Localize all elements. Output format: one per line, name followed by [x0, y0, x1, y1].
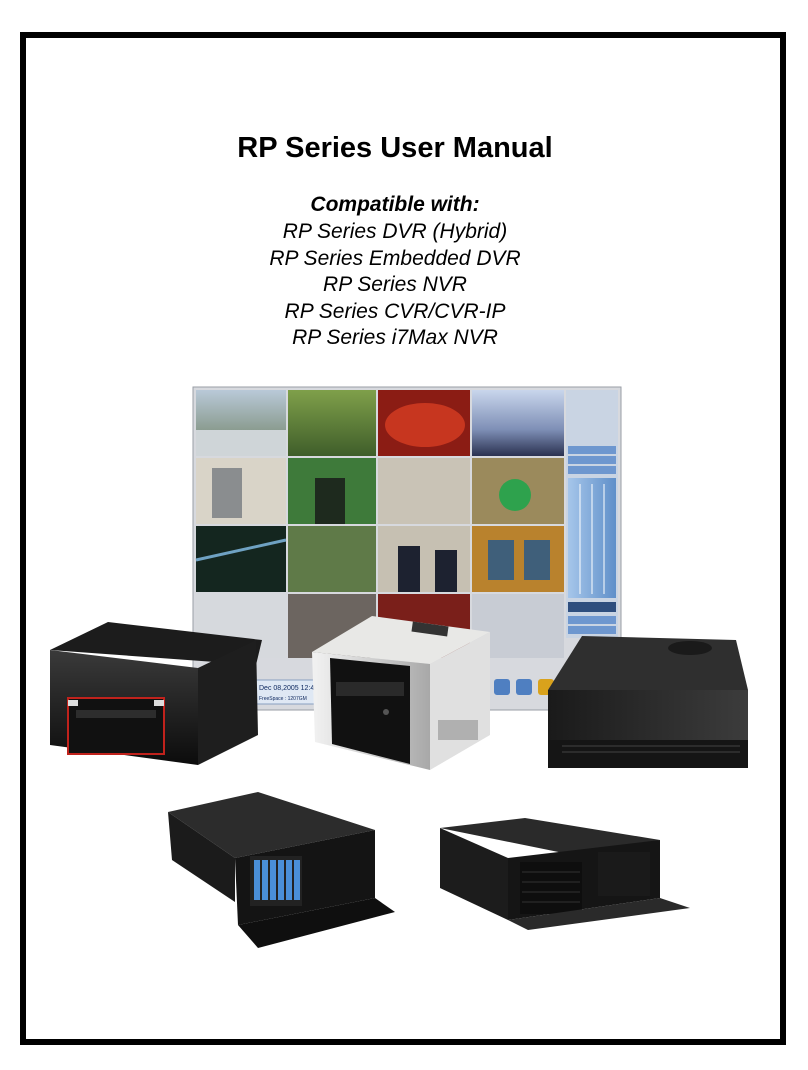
status-date: Dec 08,2005 12:4: [259, 685, 314, 692]
model-item: RP Series CVR/CVR-IP: [284, 299, 506, 323]
document-title: RP Series User Manual: [237, 132, 553, 164]
black-tower-dvr: [548, 636, 748, 768]
silver-cube-dvr: [312, 616, 490, 770]
dvr-software-screen: Dec 08,2005 12:4 FreeSpace : 1207GM: [192, 386, 622, 711]
status-freespace: FreeSpace : 1207GM: [259, 696, 307, 702]
model-item: RP Series Embedded DVR: [269, 246, 521, 270]
model-list: RP Series DVR (Hybrid) RP Series Embedde…: [0, 219, 790, 352]
rackmount-dvr-open: [168, 792, 395, 948]
model-item: RP Series DVR (Hybrid): [282, 220, 508, 243]
model-item: RP Series NVR: [323, 273, 467, 296]
compatible-heading: Compatible with:: [310, 193, 480, 216]
black-cube-dvr: [50, 622, 262, 765]
model-item: RP Series i7Max NVR: [292, 326, 498, 349]
rackmount-dvr-closed: [440, 818, 690, 930]
